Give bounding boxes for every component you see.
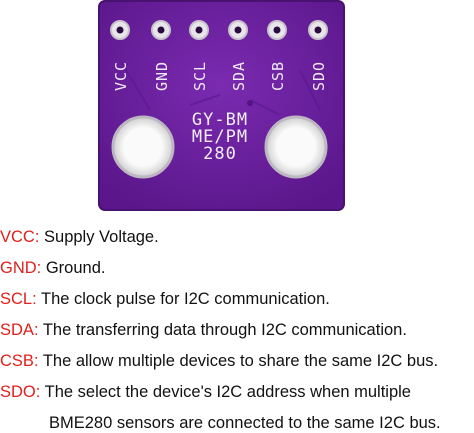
pin-description-sdo: SDO: The select the device's I2C address… [0,383,411,401]
pin-description-vcc: VCC: Supply Voltage. [0,228,159,246]
pin-description-sda: SDA: The transferring data through I2C c… [0,321,407,339]
pin-name: SCL [0,290,33,308]
pin-name: GND [0,259,37,277]
silkscreen-line-2: ME/PM [191,127,249,147]
pin-name: SDO [0,383,36,401]
pin-text: Ground. [41,259,106,277]
pin-name: SDA [0,321,34,339]
pin-name: CSB [0,352,34,370]
sensor-board-photo: VCC GND SCL SDA CSB SDO GY-BM ME/PM 280 [0,0,474,215]
pin-description-gnd: GND: Ground. [0,259,106,277]
pin-label-vcc: VCC [112,60,130,91]
pin-label-csb: CSB [269,60,287,91]
pin-description-csb: CSB: The allow multiple devices to share… [0,352,439,370]
mounting-holes [111,115,328,179]
pin-text: Supply Voltage. [39,228,159,246]
pin-description-scl: SCL: The clock pulse for I2C communicati… [0,290,330,308]
silkscreen-line-1: GY-BM [191,110,249,130]
pin-label-gnd: GND [153,60,171,91]
pin-description-sdo-continuation: BME280 sensors are connected to the same… [49,414,441,432]
pin-label-sda: SDA [230,60,248,91]
pin-text: The allow multiple devices to share the … [38,352,439,370]
pin-name: VCC [0,228,35,246]
board-graphic [98,0,345,211]
pin-text: The select the device's I2C address when… [40,383,411,401]
pin-text: The transferring data through I2C commun… [38,321,407,339]
pin-pads [110,20,328,40]
pin-label-scl: SCL [191,60,209,91]
pin-text: The clock pulse for I2C communication. [36,290,330,308]
pin-label-sdo: SDO [310,60,328,91]
silkscreen-line-3: 280 [203,144,237,164]
pcb [98,0,345,211]
